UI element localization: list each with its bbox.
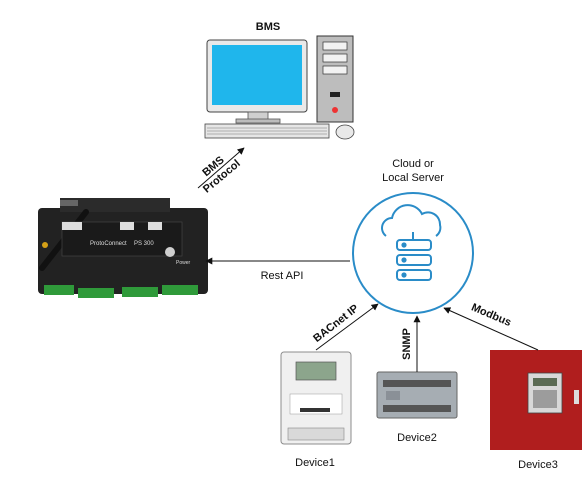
device3-label: Device3 (518, 459, 558, 471)
device2-plc (376, 371, 458, 419)
modbus-arrow (443, 307, 539, 351)
terminal-block (122, 287, 158, 297)
snmp-label: SNMP (401, 328, 413, 360)
device1-meter (280, 351, 352, 445)
rest-api-label: Rest API (261, 270, 304, 282)
gateway-power-label: Power (176, 260, 191, 266)
gateway-model: PS 300 (134, 241, 154, 247)
cloud-label-line1: Cloud or (392, 158, 434, 170)
cloud-server-ring (352, 192, 474, 314)
device2-label: Device2 (397, 432, 437, 444)
modbus-label: Modbus (469, 301, 513, 329)
pc-tower-icon (316, 35, 354, 123)
gateway-brand: ProtoConnect (90, 241, 127, 247)
monitor-screen (212, 45, 302, 105)
keyboard-icon (204, 123, 330, 139)
mouse-icon (335, 124, 355, 140)
cloud-label-line2: Local Server (382, 172, 444, 184)
cloud-server-icon (381, 204, 442, 281)
terminal-block (44, 285, 74, 295)
bacnet-ip-arrow (315, 303, 379, 351)
gateway-device: ProtoConnect PS 300 Power (38, 198, 208, 298)
bms-title: BMS (256, 21, 280, 33)
terminal-block (78, 288, 114, 298)
bacnet-ip-label: BACnet IP (311, 302, 361, 345)
bms-protocol-arrow (197, 147, 245, 189)
terminal-block (162, 285, 198, 295)
bms-computer-icon (204, 35, 355, 140)
device1-label: Device1 (295, 457, 335, 469)
device3-panel (490, 350, 582, 450)
